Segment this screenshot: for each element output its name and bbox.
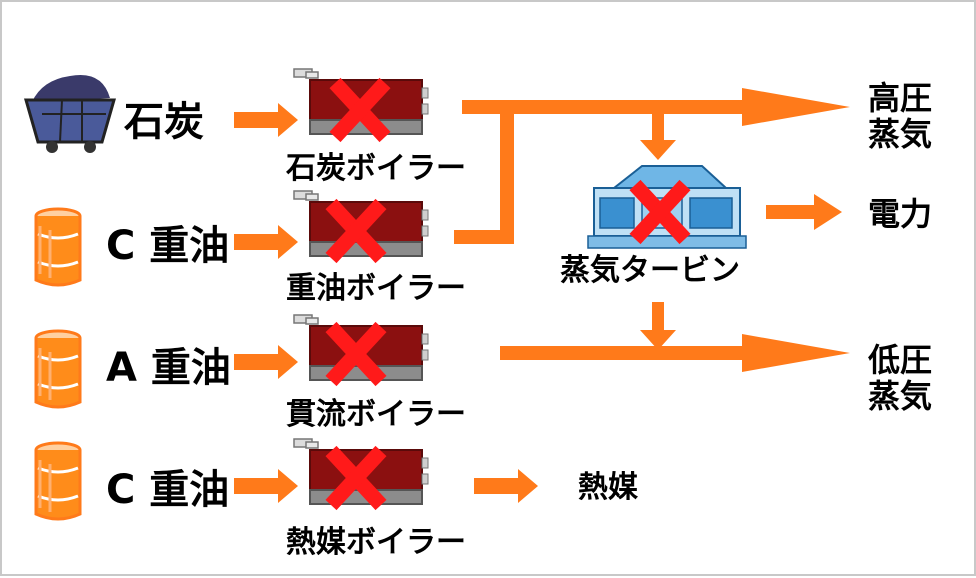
output-high-pressure-steam: 高圧 蒸気 (868, 79, 933, 153)
arrow-fuel-4 (234, 469, 298, 503)
arrow-fuel-1 (234, 103, 298, 137)
arrow-heat-medium (474, 469, 538, 503)
arrow-fuel-3 (234, 345, 298, 379)
arrow-fuel-2 (234, 225, 298, 259)
turbine-label: 蒸気タービン (560, 253, 740, 288)
pipe-boiler-2-out (454, 230, 514, 244)
boiler-label-once-through: 貫流ボイラー (286, 397, 466, 432)
steam-flow (454, 88, 850, 503)
oil-drum-icon (34, 329, 82, 409)
fuel-label-a-heavy-oil: A 重油 (106, 345, 231, 391)
arrow-turbine-down (640, 302, 676, 350)
fuel-label-c-heavy-oil-2: C 重油 (106, 467, 230, 513)
turbine-icon (587, 165, 747, 249)
fuel-arrows (234, 103, 298, 503)
arrow-high-pressure-steam (462, 88, 850, 126)
oil-drum-icon (34, 207, 82, 287)
pipe-riser (500, 106, 514, 244)
output-heat-medium: 熱媒 (578, 470, 638, 505)
fuel-label-c-heavy-oil: C 重油 (106, 223, 230, 269)
boiler-label-heat-medium: 熱媒ボイラー (286, 525, 466, 560)
output-low-pressure-steam: 低圧 蒸気 (868, 341, 933, 415)
boiler-label-heavy-oil: 重油ボイラー (286, 271, 466, 306)
arrow-low-pressure-steam (500, 334, 850, 372)
oil-drum-icon (34, 441, 82, 521)
arrow-power (766, 194, 842, 230)
output-power: 電力 (868, 195, 933, 233)
fuel-label-coal: 石炭 (124, 99, 204, 145)
boiler-label-coal: 石炭ボイラー (286, 151, 466, 186)
arrow-to-turbine (640, 114, 676, 160)
coal-cart-icon (24, 74, 116, 153)
